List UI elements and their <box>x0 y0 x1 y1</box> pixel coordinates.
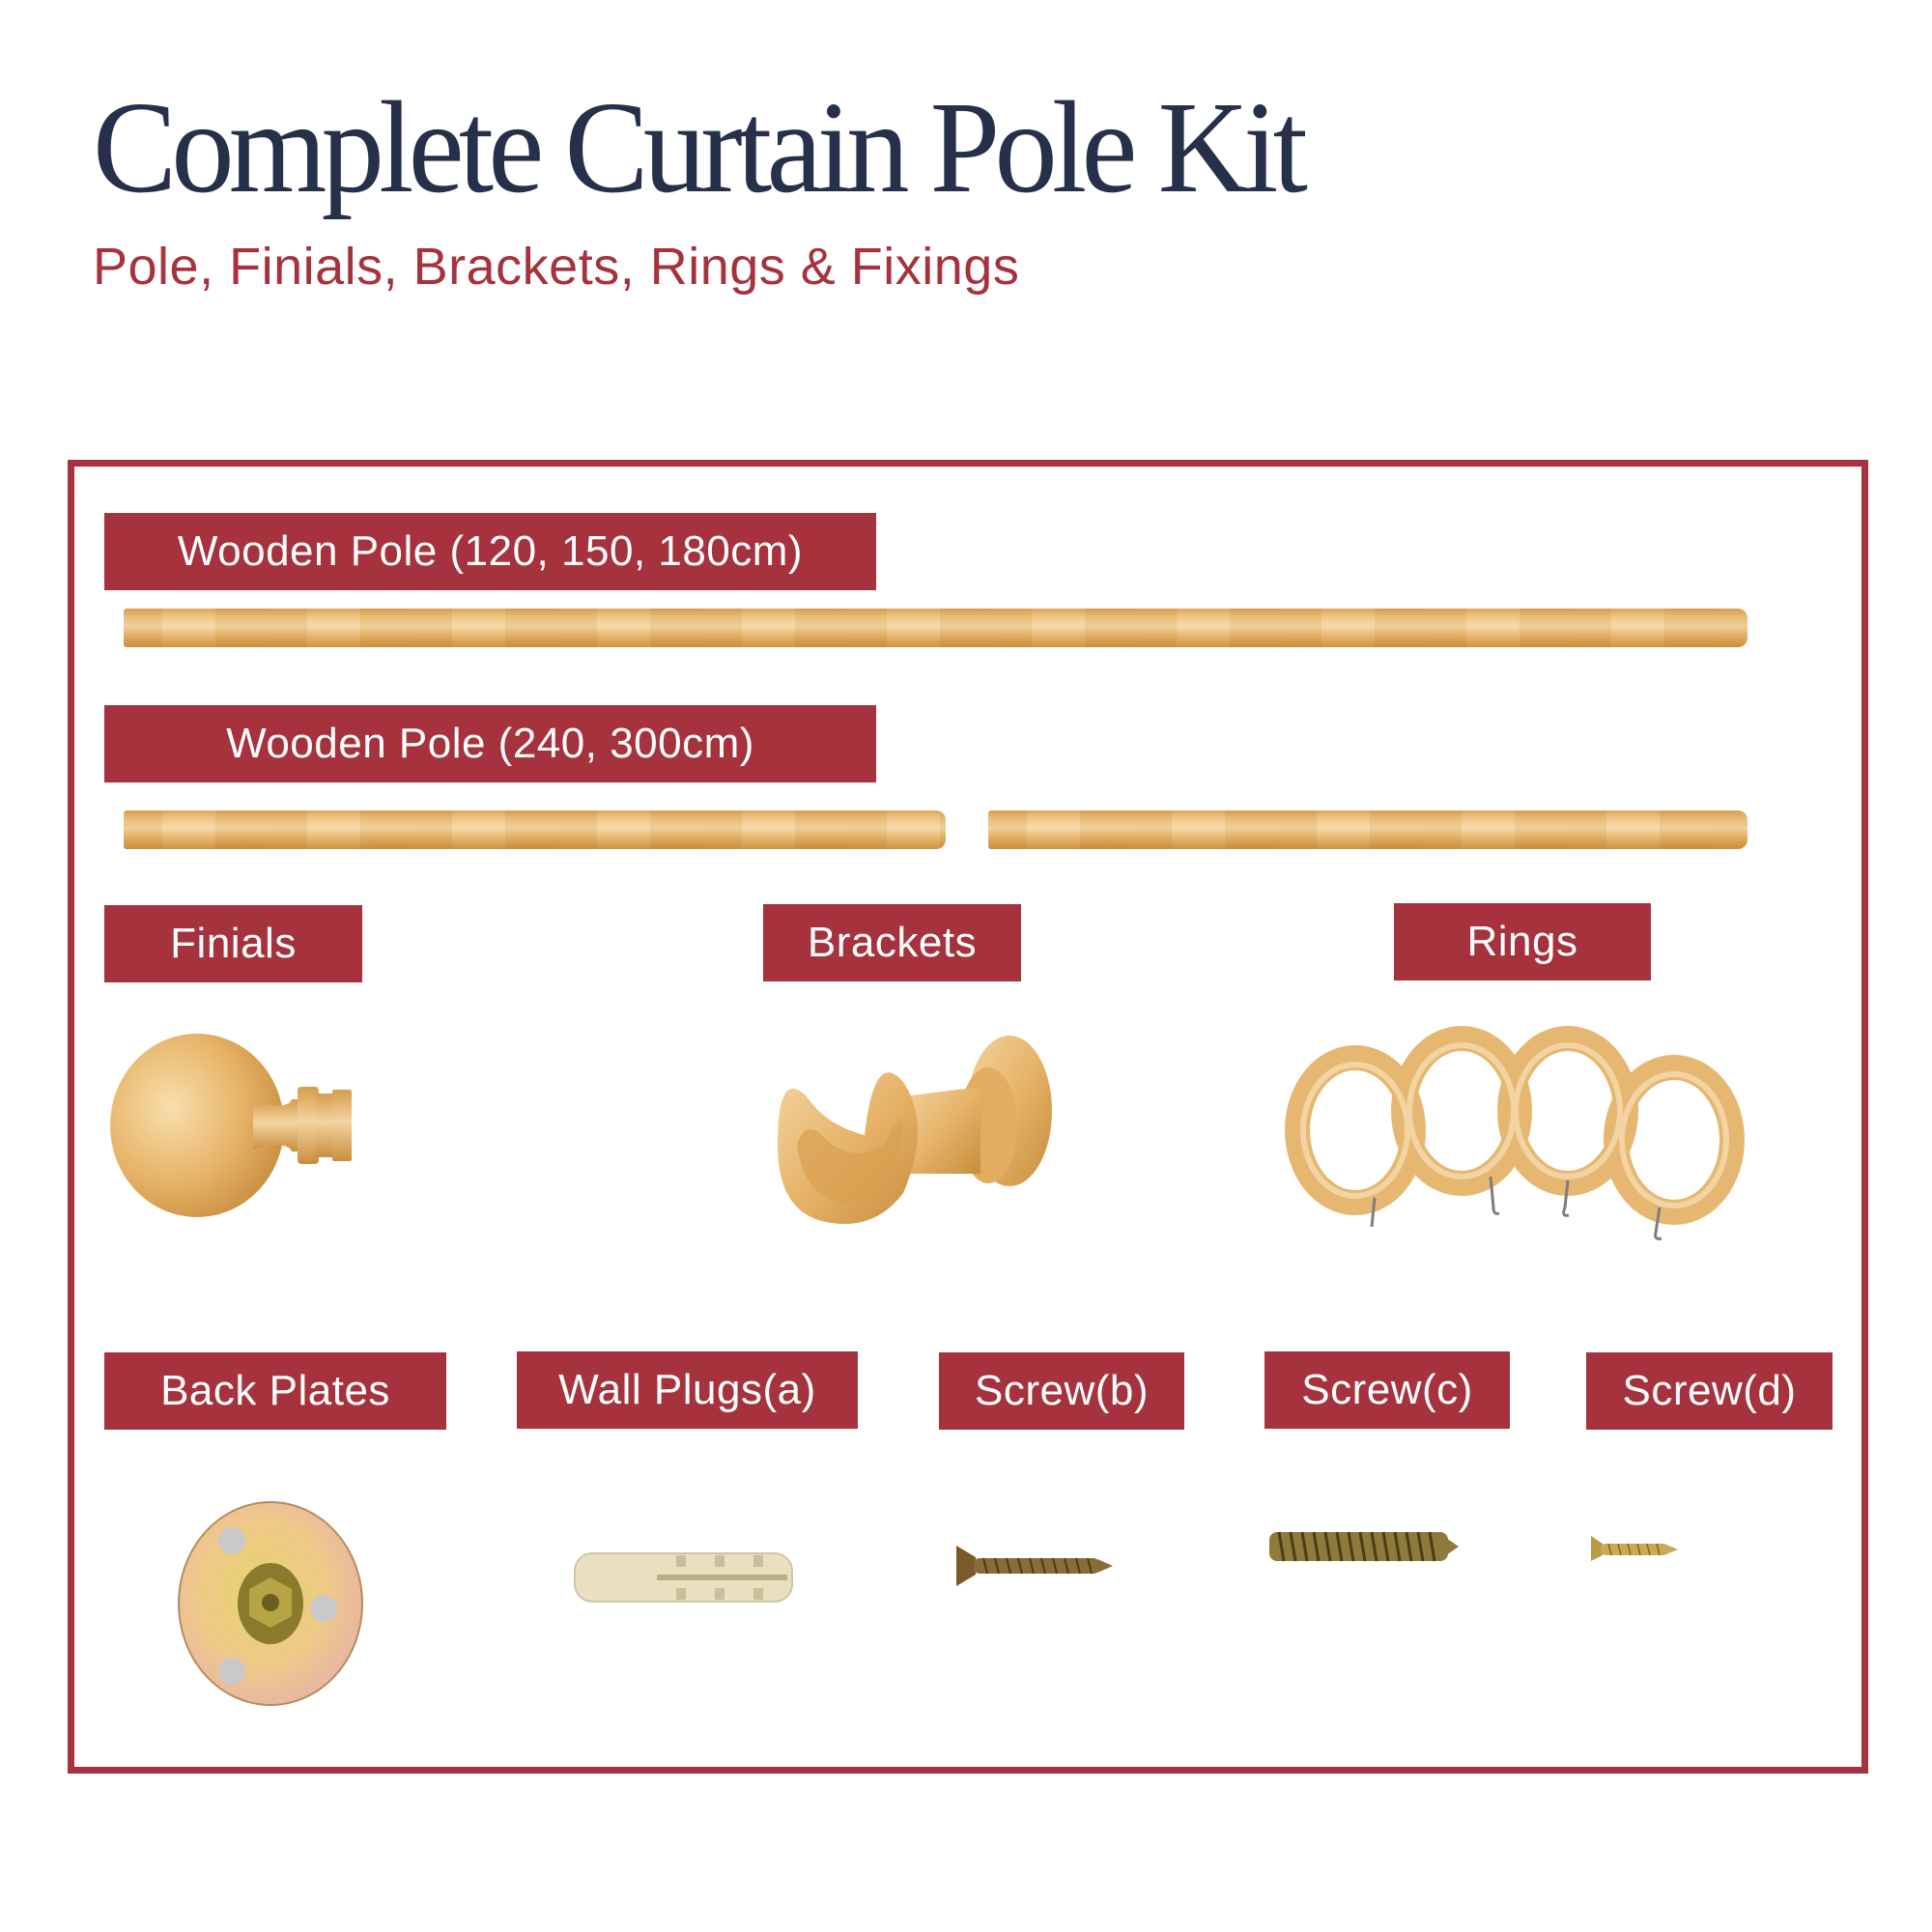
label-wooden-pole-short: Wooden Pole (120, 150, 180cm) <box>104 513 876 590</box>
back-plate-icon <box>178 1501 363 1706</box>
kit-contents-frame <box>68 460 1868 1774</box>
label-wall-plugs: Wall Plugs(a) <box>517 1351 858 1429</box>
label-brackets: Brackets <box>763 904 1021 981</box>
label-screw-c: Screw(c) <box>1264 1351 1510 1429</box>
wall-plug-icon <box>574 1552 793 1603</box>
wooden-pole-long-piece-2-image <box>988 810 1747 849</box>
page-title: Complete Curtain Pole Kit <box>93 75 1308 220</box>
label-wooden-pole-long: Wooden Pole (240, 300cm) <box>104 705 876 782</box>
wooden-pole-long-piece-1-image <box>124 810 946 849</box>
label-screw-b: Screw(b) <box>939 1352 1184 1430</box>
screw-d-icon <box>1591 1536 1678 1561</box>
page-subtitle: Pole, Finials, Brackets, Rings & Fixings <box>93 238 1020 296</box>
screw-c-icon <box>1269 1531 1459 1562</box>
label-back-plates: Back Plates <box>104 1352 446 1430</box>
rings-icon <box>1285 1026 1745 1240</box>
wooden-pole-short-image <box>124 609 1747 647</box>
bracket-icon <box>778 1036 1052 1224</box>
label-screw-d: Screw(d) <box>1586 1352 1833 1430</box>
screw-b-icon <box>956 1546 1113 1586</box>
label-finials: Finials <box>104 905 362 982</box>
label-rings: Rings <box>1394 903 1651 980</box>
finial-ball-icon <box>110 1034 352 1217</box>
